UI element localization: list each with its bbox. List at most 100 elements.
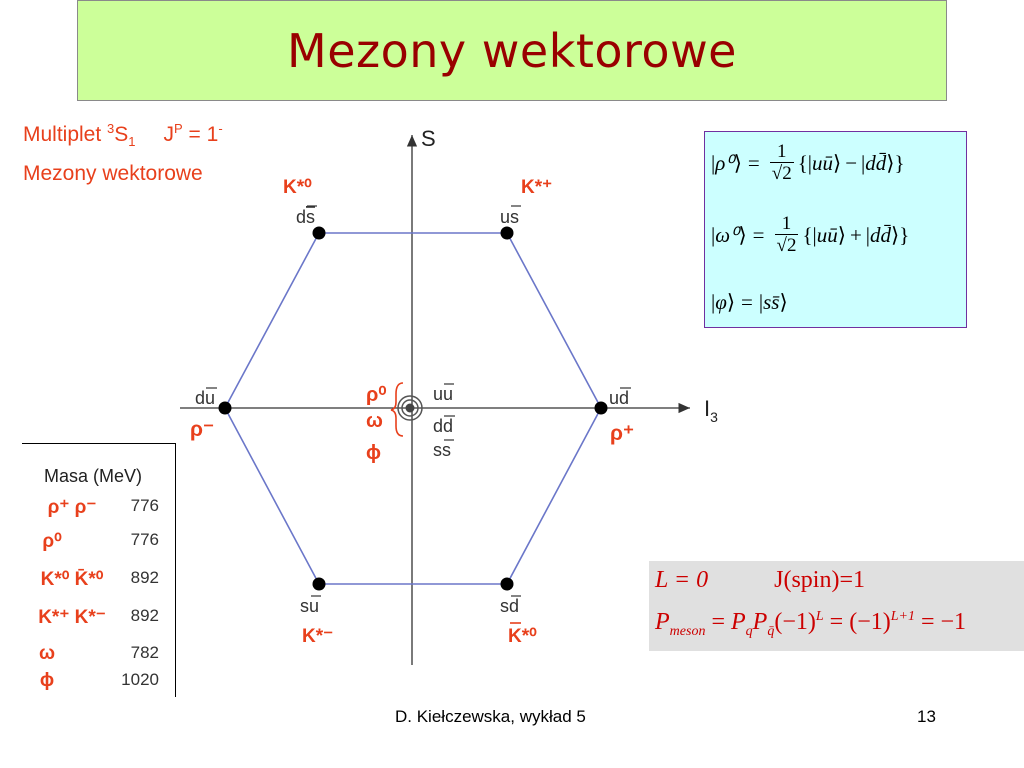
formula-omega0-uu: uū — [816, 223, 838, 247]
multiplet-superscript: 3 — [107, 121, 115, 136]
formula-omega0-lhs: ω⁰ — [715, 223, 739, 247]
mass-value: 892 — [130, 606, 159, 625]
mass-particles: ω — [38, 643, 56, 664]
center-meson-omega: ω — [366, 410, 383, 432]
center-meson-phi: ϕ — [366, 442, 381, 464]
multiplet-symbol: S — [114, 123, 129, 146]
spin-value: J(spin)=1 — [774, 567, 865, 593]
mass-particles: K*⁰ K̄*⁰ — [40, 569, 104, 590]
parity-eq2: = — [823, 609, 850, 635]
table-row: K*⁰ K̄*⁰ 892 — [22, 568, 176, 600]
formula-rho0-lhs: ρ⁰ — [715, 151, 734, 175]
mass-value: 1020 — [121, 670, 159, 689]
center-state-inner-dot — [405, 403, 415, 413]
quark-label-top-left: ds — [296, 207, 315, 227]
table-row: K*⁺ K*⁻ 892 — [22, 606, 176, 638]
jp-superscript: P — [174, 121, 183, 136]
formula-rho0-eq: = — [747, 151, 760, 175]
center-state-ss: ss — [433, 440, 451, 460]
quark-label-left: du — [195, 388, 215, 408]
formula-rho0-uu: uū — [812, 151, 833, 175]
vertex-dot-right — [594, 401, 608, 415]
quark-label-bottom-right: sd — [500, 596, 519, 616]
formula-rho0: |ρ⁰⟩ = 1√2 {|uū⟩ − |dd̄⟩} — [711, 141, 905, 185]
meson-label-left: ρ⁻ — [190, 418, 214, 441]
center-state-middle-ring — [401, 399, 419, 417]
mass-value: 776 — [130, 496, 159, 515]
quark-label-right: ud — [609, 388, 629, 408]
multiplet-label: Multiplet — [23, 123, 108, 146]
mass-table-header: Masa (MeV) — [44, 466, 143, 486]
parity-line-2: Pmeson = PqPq̄(−1)L = (−1)L+1 = −1 — [655, 609, 966, 640]
parity-symbol: P — [655, 609, 670, 635]
table-row: ω 782 — [22, 643, 176, 675]
formula-phi-lhs: φ — [715, 290, 727, 314]
page-number: 13 — [917, 707, 936, 726]
table-row: ϕ 1020 — [22, 670, 176, 702]
center-meson-rho0: ρ⁰ — [366, 384, 386, 406]
mass-value: 776 — [130, 530, 159, 549]
formula-omega0-fraction: 1√2 — [774, 213, 799, 256]
parity-factor2: (−1) — [849, 609, 891, 635]
mass-particles: ϕ — [39, 670, 55, 691]
vertex-dot-bottom-left — [312, 577, 326, 591]
parity-quark: P — [731, 609, 746, 635]
vertex-dot-top-left — [312, 226, 326, 240]
i3-axis-label: I3 — [704, 396, 718, 425]
mass-value: 782 — [130, 643, 159, 662]
jp-value: = 1 — [182, 123, 219, 146]
formula-rho0-fraction: 1√2 — [769, 141, 794, 184]
mass-particles: ρ⁰ — [42, 531, 62, 552]
multiplet-line2: Mezony wektorowe — [23, 162, 203, 186]
parity-antiquark: P — [752, 609, 768, 635]
multiplet-subscript: 1 — [128, 134, 136, 150]
formula-rho0-dd: dd̄ — [865, 151, 887, 175]
center-state-dd: dd — [433, 416, 453, 436]
orbital-momentum: L = 0 — [655, 567, 709, 593]
parity-meson-sub: meson — [669, 623, 706, 639]
parity-factor2-sup: L+1 — [890, 609, 915, 624]
parity-result: = −1 — [914, 609, 967, 635]
formula-omega0-plus: + — [849, 223, 862, 247]
formula-phi: |φ⟩ = |ss̄⟩ — [711, 290, 788, 314]
center-state-outer-ring — [397, 395, 423, 421]
table-row: ρ⁰ 776 — [22, 530, 176, 562]
parity-line-1: L = 0 J(spin)=1 — [655, 567, 865, 594]
quark-label-top-right: us — [500, 207, 519, 227]
mass-table: Masa (MeV) ρ⁺ ρ⁻ 776 ρ⁰ 776 K*⁰ K̄*⁰ 892… — [22, 443, 176, 697]
parity-eq1: = — [705, 609, 731, 635]
mass-particles: K*⁺ K*⁻ — [38, 607, 106, 628]
formula-phi-eq: = — [741, 290, 753, 314]
meson-label-right: ρ⁺ — [610, 422, 634, 445]
formula-rho0-minus: − — [845, 151, 858, 175]
parity-formula-box: L = 0 J(spin)=1 Pmeson = PqPq̄(−1)L = (−… — [649, 561, 1024, 651]
quark-label-bottom-left: su — [300, 596, 319, 616]
vertex-dot-bottom-right — [500, 577, 514, 591]
formula-omega0-dd: dd̄ — [870, 223, 892, 247]
mass-value: 892 — [130, 568, 159, 587]
wavefunction-formula-box: |ρ⁰⟩ = 1√2 {|uū⟩ − |dd̄⟩} |ω⁰⟩ = 1√2 {|u… — [704, 131, 967, 328]
parity-quark-sub: q — [745, 623, 753, 639]
parity-antiquark-sub: q̄ — [767, 623, 775, 639]
title-box: Mezony wektorowe — [77, 0, 947, 101]
meson-label-top-left: K*⁰ — [283, 177, 312, 198]
s-axis-label: S — [421, 126, 436, 151]
vertex-dot-left — [218, 401, 232, 415]
table-row: ρ⁺ ρ⁻ 776 — [22, 496, 176, 528]
parity-factor1-sup: L — [815, 609, 824, 624]
vertex-dot-top-right — [500, 226, 514, 240]
meson-label-bottom-left: K*⁻ — [302, 626, 333, 647]
formula-omega0-eq: = — [752, 223, 765, 247]
meson-label-top-right: K*⁺ — [521, 177, 552, 198]
center-brace — [390, 382, 404, 437]
formula-phi-ss: ss̄ — [763, 290, 780, 314]
center-state-uu: uu — [433, 384, 453, 404]
footer-author: D. Kiełczewska, wykład 5 — [395, 707, 586, 726]
parity-factor1: (−1) — [774, 609, 816, 635]
meson-label-bottom-right: K*⁰ — [508, 626, 537, 647]
slide-title: Mezony wektorowe — [287, 23, 737, 78]
formula-omega0: |ω⁰⟩ = 1√2 {|uū⟩ + |dd̄⟩} — [711, 213, 910, 257]
